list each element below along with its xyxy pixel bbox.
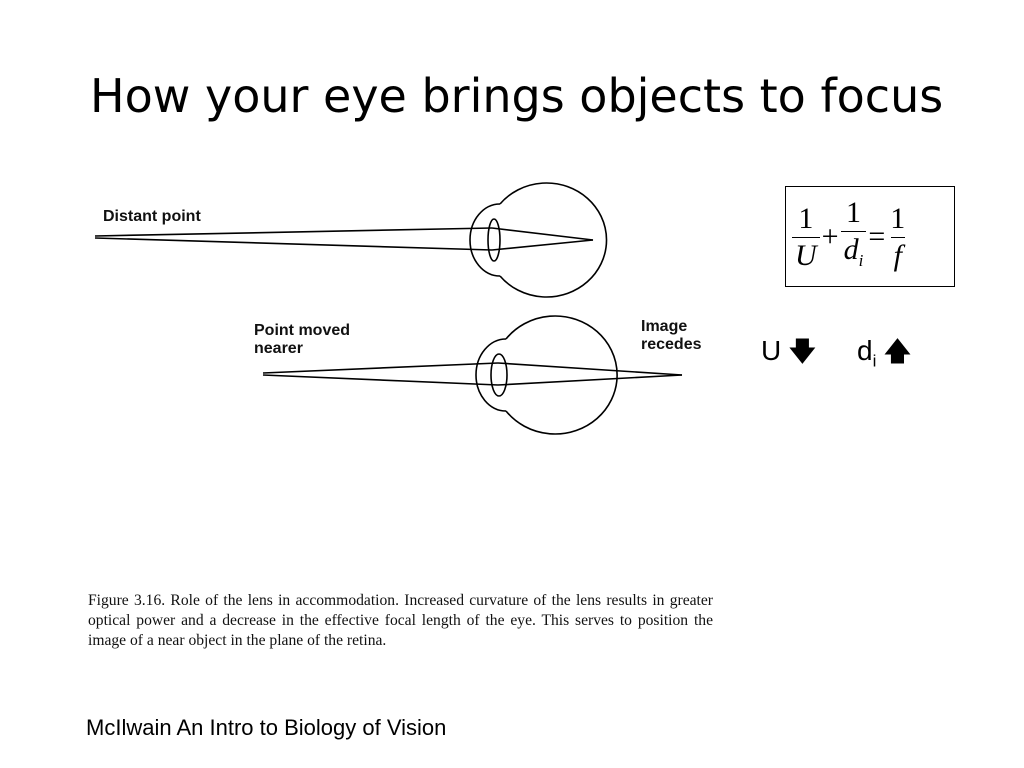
bottom-ray-lower (262, 374, 499, 386)
bottom-ray-refracted-upper (497, 362, 683, 376)
point-moved-label-line2: nearer (254, 340, 303, 357)
top-ray-lower (94, 237, 493, 251)
fraction-one-over-u: 1 U (792, 201, 820, 274)
denominator-d: d (843, 233, 859, 266)
u-trend: U 🡇 (761, 334, 816, 369)
top-eye-diagram (94, 182, 608, 298)
di-trend: di 🡅 (857, 334, 911, 379)
denominator-f: f (890, 236, 905, 274)
fraction-one-over-f: 1 f (887, 201, 908, 274)
top-cornea (469, 203, 501, 277)
denominator-u: U (792, 236, 820, 274)
top-ray-refracted-lower (491, 239, 594, 251)
denominator-subscript: i (858, 251, 864, 270)
arrow-down-icon: 🡇 (789, 337, 816, 367)
bottom-ray-refracted-lower (497, 374, 683, 386)
slide-title: How your eye brings objects to focus (90, 69, 944, 123)
numerator: 1 (890, 201, 906, 235)
lens-equation: 1 U + 1 di = 1 f (792, 195, 908, 279)
point-moved-label-line1: Point moved (254, 322, 351, 339)
fraction-one-over-di: 1 di (840, 195, 867, 279)
top-ray-upper (94, 227, 493, 237)
bottom-lens (490, 353, 508, 397)
top-lens (487, 218, 501, 262)
equals-sign: = (868, 220, 886, 253)
distant-point-label: Distant point (103, 208, 201, 225)
d-symbol: d (857, 335, 873, 366)
point-moved-nearer-label: Point moved nearer (254, 322, 350, 358)
lens-equation-box: 1 U + 1 di = 1 f (785, 186, 955, 287)
denominator-di: di (840, 231, 867, 279)
arrow-up-icon: 🡅 (884, 337, 911, 367)
numerator: 1 (845, 196, 861, 229)
top-ray-refracted-upper (491, 227, 594, 241)
u-symbol: U (761, 335, 782, 366)
bottom-cornea (475, 338, 507, 412)
figure-caption: Figure 3.16. Role of the lens in accommo… (88, 592, 713, 649)
bottom-eye-diagram (262, 315, 683, 435)
top-eyeball (499, 182, 608, 298)
di-subscript: i (872, 351, 877, 371)
numerator: 1 (798, 201, 814, 235)
di-symbol: di (857, 335, 876, 371)
image-recedes-label: Image recedes (641, 318, 702, 354)
plus-sign: + (821, 220, 839, 253)
bottom-ray-upper (262, 362, 499, 374)
bottom-eyeball (505, 315, 618, 435)
image-recedes-label-line1: Image (641, 318, 688, 335)
slide-footer-citation: McIlwain An Intro to Biology of Vision (86, 715, 447, 740)
image-recedes-label-line2: recedes (641, 336, 702, 353)
